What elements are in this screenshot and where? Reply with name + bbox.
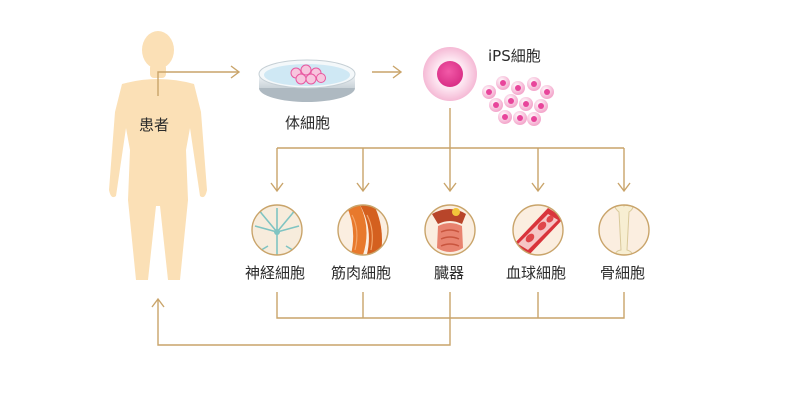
nerve-cell-icon	[251, 204, 303, 256]
nerve-cell-label: 神経細胞	[245, 264, 306, 282]
flow-connectors	[151, 65, 631, 346]
organ-label: 臓器	[434, 264, 465, 282]
ips-colony-icon	[482, 76, 554, 126]
muscle-cell-icon	[337, 204, 389, 256]
petri-dish-icon	[258, 59, 356, 102]
patient-label: 患者	[139, 116, 170, 134]
blood-cell-label: 血球細胞	[506, 264, 567, 282]
bone-cell-label: 骨細胞	[600, 264, 646, 282]
ips-cell-label: iPS細胞	[488, 47, 541, 65]
ips-cell-icon	[423, 47, 477, 101]
bone-cell-icon	[598, 204, 650, 256]
blood-cell-icon	[512, 204, 564, 256]
patient-figure-icon	[109, 31, 207, 280]
organ-icon	[424, 204, 476, 256]
muscle-cell-label: 筋肉細胞	[331, 264, 392, 282]
somatic-cell-label: 体細胞	[285, 114, 331, 132]
